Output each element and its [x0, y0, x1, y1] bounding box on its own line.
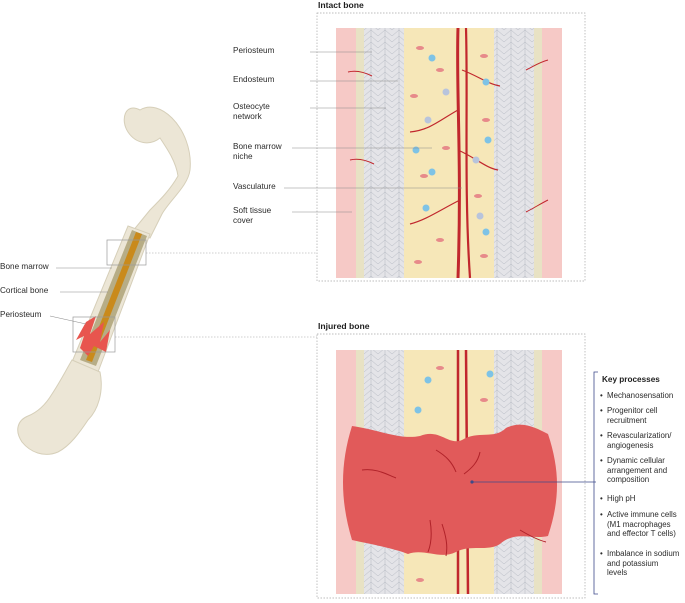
femur-distal: [17, 359, 102, 455]
intact-leaders: [284, 51, 462, 213]
key-process-item: Imbalance in sodium and potassium levels: [600, 549, 679, 578]
label-endosteum: Endosteum: [233, 75, 275, 84]
intact-tissue: [336, 27, 562, 279]
label-vasculature: Vasculature: [233, 182, 276, 191]
injured-panel-frame: [316, 333, 586, 599]
label-bone-marrow-niche: Bone marrow niche: [233, 142, 282, 161]
key-process-item: High pH: [600, 494, 636, 504]
label-osteocyte-network: Osteocyte network: [233, 102, 270, 121]
fracture-zone: [76, 316, 110, 356]
key-process-item: Dynamic cellular arrangement and composi…: [600, 456, 667, 485]
key-process-item: Active immune cells (M1 macrophages and …: [600, 510, 677, 539]
zoom-box-intact: [106, 239, 147, 266]
key-process-item: Progenitor cell recruitment: [600, 406, 657, 425]
femur-illustration: [17, 106, 191, 455]
key-processes-title: Key processes: [602, 375, 660, 384]
label-soft-tissue-cover: Soft tissue cover: [233, 206, 272, 225]
key-process-item: Revascularization/ angiogenesis: [600, 431, 671, 450]
label-periosteum: Periosteum: [233, 46, 275, 55]
injured-tissue: [336, 349, 562, 595]
key-processes-bracket: [593, 371, 598, 595]
zoom-box-injured: [72, 316, 116, 353]
intact-panel-frame: [316, 12, 586, 282]
injured-panel-title: Injured bone: [318, 321, 370, 331]
femur-head: [123, 106, 191, 239]
key-process-item: Mechanosensation: [600, 391, 673, 401]
label-bone-periosteum: Periosteum: [0, 310, 42, 319]
intact-panel-title: Intact bone: [318, 0, 364, 10]
hematoma: [343, 424, 557, 555]
label-bone-marrow: Bone marrow: [0, 262, 49, 271]
label-cortical-bone: Cortical bone: [0, 286, 49, 295]
